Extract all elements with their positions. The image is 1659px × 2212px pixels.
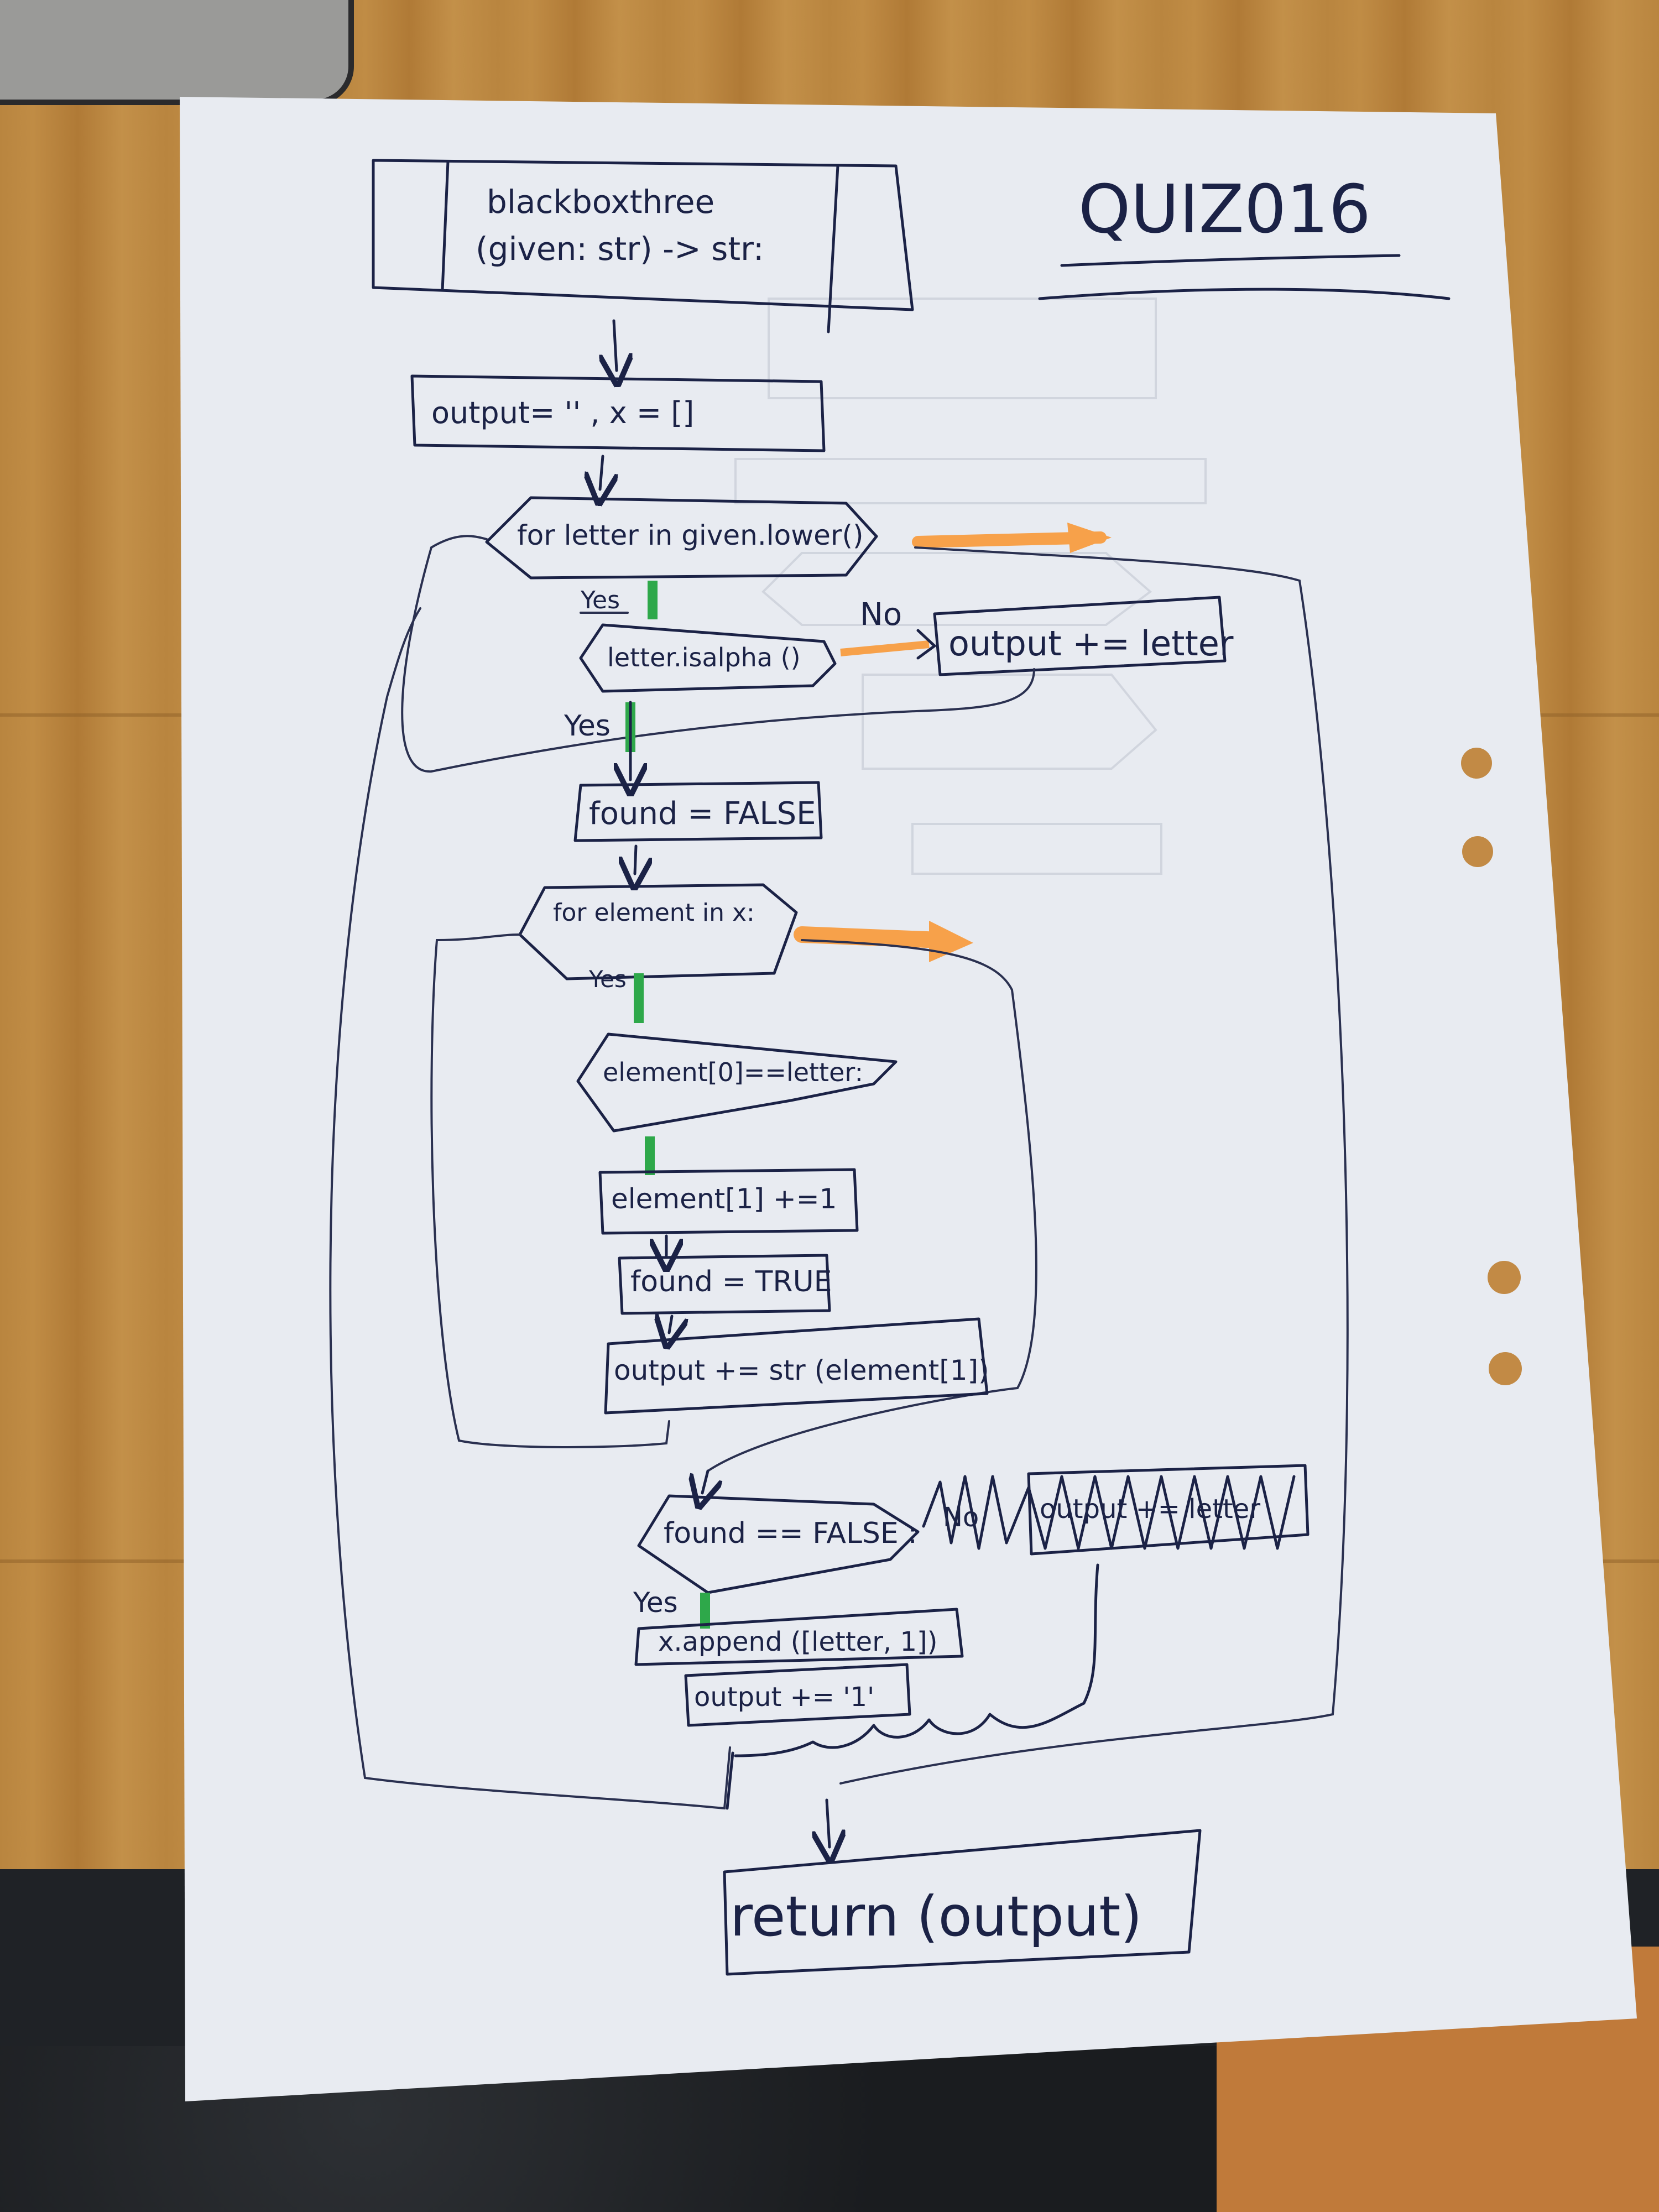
no-label: No [860, 597, 902, 633]
return-text: return (output) [730, 1884, 1142, 1949]
yes-label: Yes [580, 586, 620, 614]
init-node: output= '' , x = [] [410, 374, 826, 452]
yes-label: Yes [588, 966, 627, 993]
output-count-text: output += str (element[1]) [614, 1354, 989, 1386]
increment-text: element[1] +=1 [611, 1183, 837, 1215]
yes-label: Yes [564, 709, 611, 743]
punch-hole [1489, 1352, 1522, 1385]
isalpha-node: letter.isalpha () [579, 623, 837, 693]
append-node: x.append ([letter, 1]) [634, 1608, 964, 1666]
loop-exit-line [839, 546, 1349, 1785]
punch-hole [1461, 748, 1492, 779]
init-text: output= '' , x = [] [431, 395, 694, 430]
loop-elements-text: for element in x: [553, 899, 755, 927]
increment-node: element[1] +=1 [598, 1168, 859, 1235]
append-text: x.append ([letter, 1]) [658, 1626, 937, 1657]
function-signature: (given: str) -> str: [476, 230, 764, 268]
return-node: return (output) [723, 1829, 1202, 1976]
crossed-out-branch: output += letter No [922, 1464, 1310, 1556]
merge-scribble-line [734, 1563, 1099, 1757]
output-count-node: output += str (element[1]) [604, 1317, 989, 1415]
back-page-show-through [734, 298, 1207, 875]
found-false-node: found = FALSE [573, 781, 823, 842]
paper-sheet [180, 97, 1637, 2101]
found-true-text: found = TRUE [630, 1265, 832, 1298]
found-false-text: found = FALSE [589, 796, 816, 832]
output-letter-node: output += letter [933, 596, 1234, 676]
loop-letters-node: for letter in given.lower() [485, 496, 878, 580]
loop-letters-text: for letter in given.lower() [517, 519, 863, 551]
isalpha-text: letter.isalpha () [607, 643, 801, 672]
quiz-title: QUIZ016 [1078, 171, 1371, 248]
punch-hole [1462, 836, 1493, 867]
exit-arrowhead [1067, 523, 1112, 553]
exit-arrow-orange [794, 926, 948, 948]
continue-loop-line [401, 535, 1035, 773]
yes-label: Yes [633, 1587, 678, 1619]
outer-loop-back-line [329, 607, 731, 1810]
loop-elements-node: for element in x: [518, 883, 798, 980]
output-letter-text: output += letter [948, 623, 1234, 664]
found-check-text: found == FALSE : [664, 1517, 917, 1550]
inner-loop-back-line [430, 933, 670, 1448]
punch-hole [1488, 1261, 1521, 1294]
output-one-text: output += '1' [694, 1682, 874, 1713]
found-true-node: found = TRUE [618, 1254, 832, 1315]
function-header-node: blackboxthree (given: str) -> str: [372, 159, 914, 333]
output-one-node: output += '1' [684, 1663, 911, 1727]
element-check-text: element[0]==letter: [603, 1057, 863, 1087]
function-name: blackboxthree [487, 183, 714, 221]
laptop-corner [0, 0, 354, 105]
found-check-node: found == FALSE : [637, 1494, 920, 1594]
inner-loop-exit-line [707, 939, 1037, 1472]
element-check-node: element[0]==letter: [576, 1032, 898, 1133]
